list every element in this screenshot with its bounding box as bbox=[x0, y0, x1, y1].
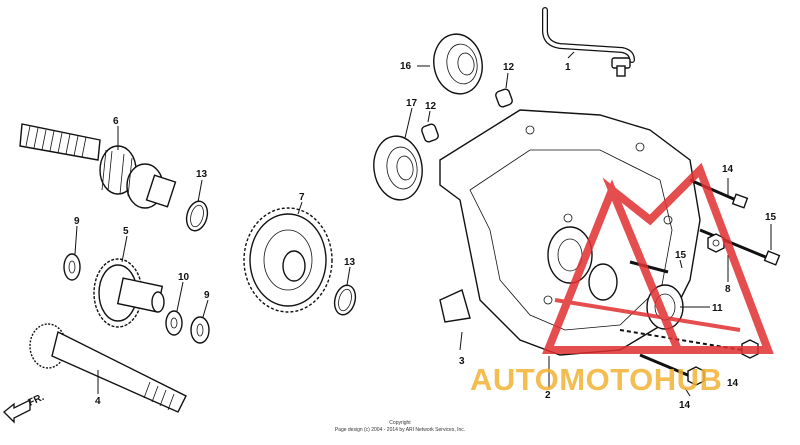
callout-15-right: 15 bbox=[765, 212, 777, 223]
watermark-brand: AUTOMOTOHUB bbox=[470, 362, 723, 397]
watermark-text: AUTOMOTOHUB bbox=[470, 362, 796, 402]
callout-1: 1 bbox=[565, 62, 571, 73]
callout-16: 16 bbox=[400, 61, 412, 72]
callout-2: 2 bbox=[545, 390, 551, 401]
part-16-bearing[interactable] bbox=[429, 30, 487, 97]
callout-3: 3 bbox=[459, 356, 465, 367]
leader-lines bbox=[74, 51, 772, 397]
watermark-logo bbox=[542, 162, 774, 354]
callout-5: 5 bbox=[123, 226, 129, 237]
part-3-case-cover[interactable] bbox=[439, 109, 701, 356]
part-7-gear[interactable] bbox=[243, 207, 333, 313]
part-1-breather-tube[interactable] bbox=[542, 7, 635, 77]
callout-9-right: 9 bbox=[204, 290, 210, 301]
callout-7: 7 bbox=[299, 192, 305, 203]
part-15-bolt-upper[interactable] bbox=[699, 228, 781, 266]
callout-14-upper: 14 bbox=[722, 164, 734, 175]
callout-12-upper: 12 bbox=[503, 62, 515, 73]
callout-13-lower: 13 bbox=[344, 257, 356, 268]
callout-4: 4 bbox=[95, 396, 101, 407]
callout-14-right: 14 bbox=[727, 378, 739, 389]
part-12-dowel-lower[interactable] bbox=[421, 123, 440, 143]
copyright-line-1: Copyright bbox=[389, 420, 411, 426]
callout-10: 10 bbox=[178, 272, 190, 283]
callout-12-lower: 12 bbox=[425, 101, 437, 112]
callout-14-lower: 14 bbox=[679, 400, 691, 411]
part-8-nut[interactable] bbox=[707, 233, 725, 253]
callout-17: 17 bbox=[406, 98, 418, 109]
part-4-shaft[interactable] bbox=[29, 323, 187, 413]
callouts: 6 13 9 5 10 9 7 13 4 16 17 12 12 1 3 2 1… bbox=[74, 61, 777, 411]
callout-13-upper: 13 bbox=[196, 169, 208, 180]
part-6-shaft[interactable] bbox=[19, 123, 177, 209]
callout-9-left: 9 bbox=[74, 216, 80, 227]
part-14-bolt-upper[interactable] bbox=[689, 178, 749, 209]
part-13-circlip-lower[interactable] bbox=[331, 283, 358, 317]
part-15-bolt-lower[interactable] bbox=[629, 260, 669, 274]
callout-11: 11 bbox=[712, 303, 723, 314]
copyright-line-2: Page design (c) 2004 - 2014 by ARI Netwo… bbox=[334, 427, 466, 433]
callout-6: 6 bbox=[113, 116, 119, 127]
part-14-bolt-lower[interactable] bbox=[639, 353, 705, 386]
part-9-washer-right[interactable] bbox=[190, 316, 210, 344]
callout-15-middle: 15 bbox=[675, 250, 687, 261]
part-13-circlip-upper[interactable] bbox=[183, 199, 210, 233]
part-9-washer-left[interactable] bbox=[63, 253, 81, 281]
part-10-washer[interactable] bbox=[165, 310, 183, 336]
front-label: FR. bbox=[27, 392, 46, 409]
front-direction-arrow: FR. bbox=[3, 392, 46, 424]
callout-8: 8 bbox=[725, 284, 731, 295]
part-17-bearing[interactable] bbox=[370, 133, 426, 203]
part-5-gear[interactable] bbox=[93, 258, 165, 328]
part-12-dowel-upper[interactable] bbox=[495, 88, 514, 108]
